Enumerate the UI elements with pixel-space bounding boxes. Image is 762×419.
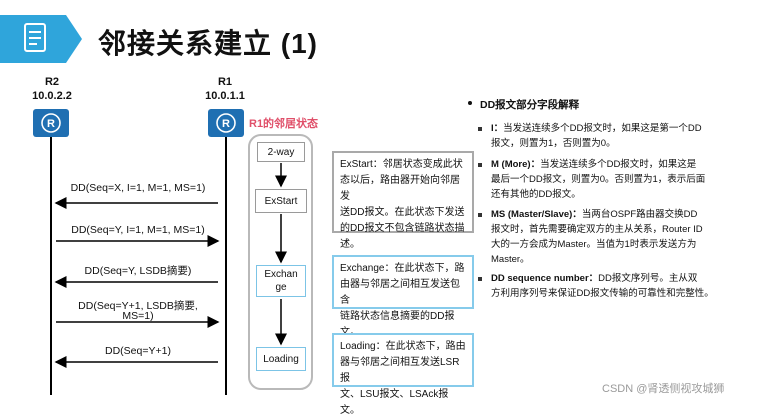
router-r1-ip: 10.0.1.1 — [205, 90, 245, 102]
message-label-2: DD(Seq=Y, I=1, M=1, MS=1) — [71, 224, 205, 236]
square-bullet — [478, 163, 482, 167]
loading-description: Loading：在此状态下，路由 器与邻居之间相互发送LSR报 文、LSU报文、… — [332, 333, 474, 416]
field-desc: 最后一个DD报文，则置为0。否则置为1，表示后面 — [491, 174, 706, 185]
state-exchange: Exchan ge — [256, 265, 306, 297]
neighbor-state-label: R1的邻居状态 — [249, 118, 319, 130]
field-desc: 报文，则置为1，否则置为0。 — [491, 138, 616, 149]
message-label-4b: MS=1) — [122, 310, 154, 322]
exstart-description: ExStart：邻居状态变成此状 态以后，路由器开始向邻居发 送DD报文。在此状… — [332, 151, 474, 250]
exchange-description: Exchange：在此状态下，路 由器与邻居之间相互发送包含 链路状态信息摘要的… — [332, 255, 474, 338]
exstart-desc-line: 送DD报文。在此状态下发送 — [340, 207, 465, 218]
router-r2-name: R2 — [44, 76, 60, 88]
exchange-desc-line: 链路状态信息摘要的DD报文。 — [340, 311, 455, 338]
field-desc: 报文时，首先需要确定双方的主从关系，Router ID — [491, 224, 703, 235]
bullet-dot — [468, 101, 472, 105]
watermark: CSDN @肾透侧视攻城狮 — [602, 383, 725, 395]
exstart-desc-line: 的DD报文不包含链路状态描 — [340, 223, 465, 234]
field-desc: 当发送连续多个DD报文时，如果这是 — [540, 159, 697, 170]
field-desc: 大的一方会成为Master。当值为1时表示发送方为 — [491, 239, 697, 250]
router-r2-ip: 10.0.2.2 — [32, 90, 72, 102]
field-desc: DD报文序列号。主从双 — [598, 273, 698, 284]
field-desc: 当发送连续多个DD报文时，如果这是第一个DD — [503, 123, 702, 134]
fields-heading: DD报文部分字段解释 — [480, 99, 580, 111]
field-desc: Master。 — [491, 254, 530, 265]
state-2way: 2-way — [257, 142, 305, 162]
loading-desc-line: 文、LSU报文、LSAck报文。 — [340, 389, 449, 416]
field-item-seq: DD sequence number：DD报文序列号。主从双 方利用序列号来保证… — [478, 271, 740, 301]
message-label-3: DD(Seq=Y, LSDB摘要) — [84, 265, 192, 277]
state-exstart: ExStart — [255, 189, 307, 213]
state-exchange-label-1: Exchan — [264, 269, 298, 280]
loading-desc-line: Loading：在此状态下，路由 — [340, 341, 466, 352]
field-name: M (More)： — [491, 159, 541, 170]
exstart-desc-line: 态以后，路由器开始向邻居发 — [340, 175, 460, 202]
field-name: MS (Master/Slave)： — [491, 209, 582, 220]
square-bullet — [478, 127, 482, 131]
state-exstart-label: ExStart — [264, 195, 298, 207]
router-r1-icon: R — [208, 109, 244, 137]
router-r1-name: R1 — [217, 76, 233, 88]
exchange-desc-line: Exchange：在此状态下，路 — [340, 263, 465, 274]
field-item-i: I：当发送连续多个DD报文时，如果这是第一个DD 报文，则置为1，否则置为0。 — [478, 121, 740, 151]
state-exchange-label-2: ge — [275, 282, 287, 293]
square-bullet — [478, 277, 482, 281]
state-loading-label: Loading — [263, 353, 299, 365]
loading-desc-line: 器与邻居之间相互发送LSR报 — [340, 357, 460, 384]
message-label-4a: DD(Seq=Y+1, LSDB摘要, — [78, 300, 198, 312]
exstart-desc-line: 述。 — [340, 239, 360, 250]
field-name: DD sequence number： — [491, 273, 599, 284]
exstart-desc-line: ExStart：邻居状态变成此状 — [340, 159, 463, 170]
square-bullet — [478, 213, 482, 217]
field-desc: 还有其他的DD报文。 — [491, 189, 581, 200]
svg-text:R: R — [222, 118, 230, 130]
state-2way-label: 2-way — [267, 146, 295, 158]
field-desc: 当两台OSPF路由器交换DD — [581, 209, 698, 220]
header-badge — [0, 15, 82, 63]
field-name: I： — [491, 123, 504, 134]
svg-text:R: R — [47, 118, 55, 130]
field-item-ms: MS (Master/Slave)：当两台OSPF路由器交换DD 报文时，首先需… — [478, 207, 740, 267]
exchange-desc-line: 由器与邻居之间相互发送包含 — [340, 279, 460, 306]
message-label-5: DD(Seq=Y+1) — [105, 345, 171, 357]
field-item-more: M (More)：当发送连续多个DD报文时，如果这是 最后一个DD报文，则置为0… — [478, 157, 740, 202]
state-loading: Loading — [256, 347, 306, 371]
field-desc: 方利用序列号来保证DD报文传输的可靠性和完整性。 — [491, 288, 714, 299]
router-r2-icon: R — [33, 109, 69, 137]
page-title: 邻接关系建立 (1) — [98, 28, 319, 59]
message-label-1: DD(Seq=X, I=1, M=1, MS=1) — [70, 182, 206, 194]
